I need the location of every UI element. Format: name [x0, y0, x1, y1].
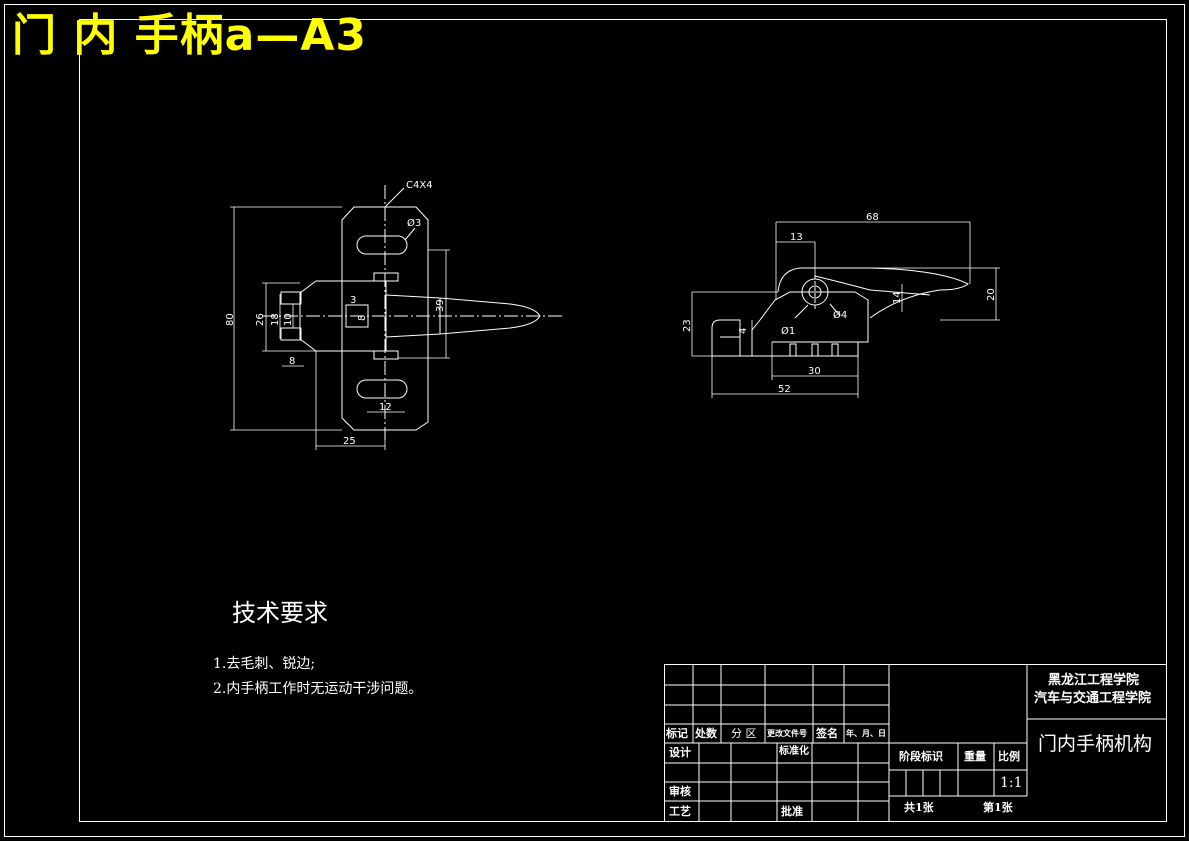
front-view	[262, 185, 565, 440]
header-sign: 签名	[816, 727, 838, 740]
inner-frame	[79, 19, 1167, 822]
side-lever	[777, 267, 969, 319]
tech-requirements-heading: 技术要求	[232, 599, 328, 627]
title-block-grid	[664, 664, 1167, 822]
dim-52: 52	[778, 384, 791, 395]
dim-dia-4: Ø4	[833, 309, 847, 321]
tech-requirement-1: 1.去毛刺、锐边;	[213, 656, 316, 672]
label-design: 设计	[669, 746, 691, 759]
dim-68: 68	[866, 212, 879, 223]
dim-26: 26	[255, 313, 266, 326]
dim-10: 10	[283, 313, 294, 326]
dim-13: 13	[790, 232, 803, 243]
top-slot	[356, 235, 408, 255]
dim-20: 20	[986, 288, 997, 301]
header-date: 年、月、日	[846, 728, 886, 738]
sheet-number: 第1张	[983, 801, 1013, 814]
dim-30: 30	[808, 366, 821, 377]
dim-8b: 8	[289, 356, 295, 367]
dim-23: 23	[682, 319, 693, 332]
school-name-line2: 汽车与交通工程学院	[1034, 691, 1152, 706]
front-view-dimension-text: C4X4 Ø3 80 26 18 10 3 8 39 8 12 25	[225, 180, 446, 447]
header-zone: 分 区	[731, 727, 757, 740]
total-sheets: 共1张	[904, 801, 934, 814]
handle-lever	[385, 294, 541, 338]
dim-dia-1: Ø1	[781, 325, 795, 337]
dim-39: 39	[435, 299, 446, 312]
tech-requirement-2: 2.内手柄工作时无运动干涉问题。	[213, 681, 423, 697]
bottom-slot	[356, 379, 408, 399]
scale-value: 1:1	[1000, 775, 1023, 791]
dim-25: 25	[343, 436, 356, 447]
label-process: 工艺	[669, 805, 691, 818]
label-standard: 标准化	[779, 746, 809, 757]
base-plate	[341, 206, 429, 431]
dim-4: 4	[738, 328, 749, 334]
header-count: 处数	[695, 727, 717, 740]
side-view	[711, 267, 969, 357]
label-weight: 重量	[964, 750, 986, 763]
dim-12: 12	[379, 402, 392, 413]
drawing-title: 门 内 手柄a—A3	[12, 10, 367, 61]
label-approve: 批准	[781, 805, 803, 818]
label-review: 审核	[669, 785, 691, 798]
outer-frame	[4, 4, 1185, 837]
dim-c4x4: C4X4	[406, 180, 433, 191]
dim-14: 14	[892, 291, 903, 304]
header-mark: 标记	[666, 727, 688, 740]
label-scale: 比例	[998, 750, 1020, 763]
side-view-dimension-text: 68 13 20 14 Ø4 Ø1 23 4 30 52	[682, 212, 997, 395]
dim-18: 18	[270, 313, 281, 326]
header-doc-no: 更改文件号	[767, 728, 807, 738]
dim-hole-dia: Ø3	[407, 217, 421, 229]
pivot-hole-inner	[808, 285, 822, 299]
dim-8a: 8	[357, 315, 368, 321]
school-name-line1: 黑龙江工程学院	[1048, 673, 1140, 688]
dim-3: 3	[350, 295, 356, 306]
side-view-dimensions	[691, 221, 1000, 398]
dim-80: 80	[225, 313, 236, 326]
drawing-name: 门内手柄机构	[1038, 733, 1153, 755]
front-view-dimensions	[230, 206, 450, 450]
side-bracket	[711, 319, 741, 357]
label-stage: 阶段标识	[899, 750, 943, 763]
